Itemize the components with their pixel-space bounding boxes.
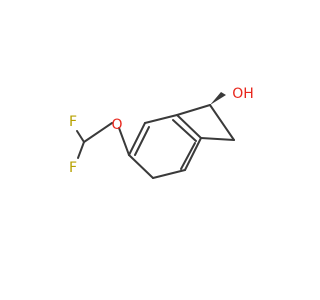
- hydroxyl-label: OH: [232, 86, 254, 102]
- fluorine-bottom-label: F: [69, 160, 77, 176]
- bond-c-f-top: [76, 130, 85, 143]
- bond-c4-c5: [152, 169, 186, 179]
- bond-c2-c3: [200, 137, 235, 141]
- bond-o-chf2: [83, 122, 113, 143]
- aromatic-inner-2: [134, 126, 150, 156]
- stereo-wedge-bond: [210, 92, 226, 105]
- ether-oxygen-label: O: [111, 117, 122, 133]
- bond-c7a-c1: [176, 104, 211, 116]
- bond-c5-c6: [128, 154, 154, 179]
- bonds: [76, 104, 235, 179]
- bond-c7-c7a: [144, 114, 178, 124]
- bond-c1-c2: [209, 104, 235, 141]
- bond-c7a-c3a: [176, 114, 202, 139]
- bond-c6-o: [118, 127, 130, 156]
- structure-canvas: OH O F F: [68, 86, 254, 179]
- bond-c6-c7: [128, 122, 146, 156]
- fluorine-top-label: F: [69, 114, 77, 130]
- aromatic-inner-1: [180, 142, 196, 170]
- molecule-drawing: OH O F F: [69, 86, 254, 179]
- bond-c3a-c4: [184, 137, 202, 171]
- aromatic-inner-3: [172, 119, 197, 142]
- bond-c-f-bottom: [77, 141, 85, 159]
